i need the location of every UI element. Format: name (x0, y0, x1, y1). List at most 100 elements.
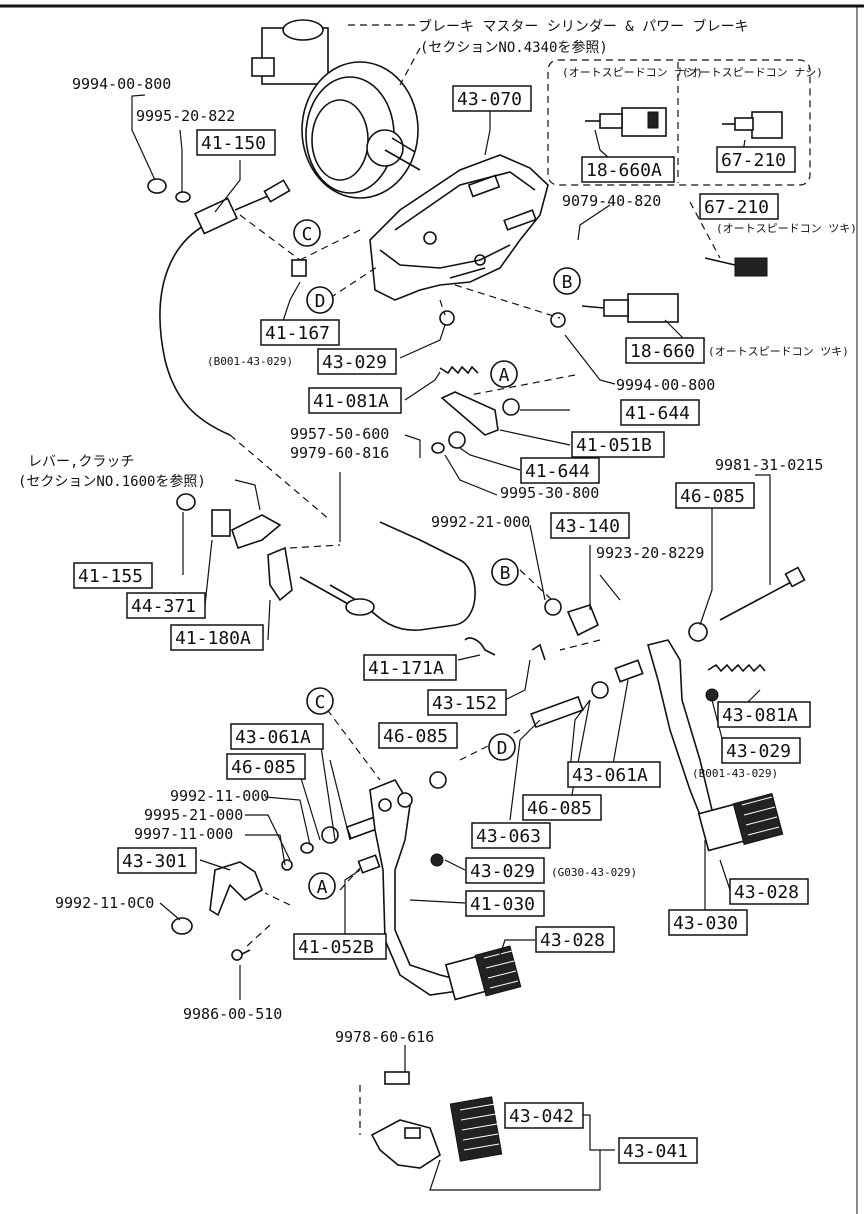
variant-none-label-b: (オートスピードコン ナシ) (682, 66, 823, 79)
title-line2: (セクションNO.4340を参照) (420, 39, 608, 56)
circle-c-top: C (293, 219, 321, 247)
circle-a-top: A (490, 360, 518, 388)
part-43-030: 43-030 (673, 913, 738, 934)
part-9978-60-616: 9978-60-616 (335, 1028, 434, 1046)
part-41-155: 41-155 (78, 566, 143, 587)
part-43-301: 43-301 (122, 851, 187, 872)
variant-with-label: (オートスピードコン ツキ) (716, 222, 857, 235)
return-spring-41 (439, 365, 479, 375)
part-43-081a: 43-081A (722, 705, 798, 726)
part-43-063: 43-063 (476, 826, 541, 847)
part-43-028-left: 43-028 (540, 930, 605, 951)
part-9995-21-000: 9995-21-000 (144, 806, 243, 824)
brake-switch-drawing (585, 107, 667, 137)
part-43-029-lower: 43-029 (470, 861, 535, 882)
part-67-210-none: 67-210 (721, 150, 786, 171)
svg-text:B: B (562, 272, 573, 293)
part-41-171a: 41-171A (368, 658, 444, 679)
part-g030-43-029: (G030-43-029) (551, 866, 637, 879)
clutch-lever-drawing (231, 514, 293, 602)
part-41-644-bottom: 41-644 (525, 461, 590, 482)
part-43-140: 43-140 (555, 516, 620, 537)
nuts-and-washers (147, 178, 719, 935)
clutch-cable-drawing (159, 179, 476, 631)
brake-switch-auto-drawing (581, 293, 679, 323)
part-9994-00-800-mid: 9994-00-800 (616, 376, 715, 394)
part-18-660: 18-660 (630, 341, 695, 362)
pedal-bracket-drawing (369, 154, 549, 301)
part-41-030: 41-030 (470, 894, 535, 915)
circle-b-top: B (553, 267, 581, 295)
part-9992-11-000-a: 9992-11-000 (170, 787, 269, 805)
boxed-part-numbers: 43-070 41-150 18-660A 67-210 67-210 18-6… (73, 85, 811, 1164)
switch-bracket-drawing (566, 604, 600, 637)
part-41-081a: 41-081A (313, 391, 389, 412)
part-43-029-right: 43-029 (726, 741, 791, 762)
variant-none-label: (オートスピードコン ナシ) (562, 66, 703, 79)
part-43-028-right: 43-028 (734, 882, 799, 903)
part-9957-50-600: 9957-50-600 (290, 425, 389, 443)
part-9981-31-0215: 9981-31-0215 (715, 456, 823, 474)
part-43-152: 43-152 (432, 693, 497, 714)
part-41-644-top: 41-644 (625, 403, 690, 424)
part-46-085-right: 46-085 (680, 486, 745, 507)
svg-text:C: C (315, 692, 326, 713)
return-spring-43 (707, 663, 766, 673)
part-9995-20-822: 9995-20-822 (136, 107, 235, 125)
circle-b-mid: B (491, 558, 519, 586)
part-9923-20-8229: 9923-20-8229 (596, 544, 704, 562)
clutch-switch-drawing (722, 111, 783, 139)
circle-a-bottom: A (308, 872, 336, 900)
circle-d-top: D (306, 286, 334, 314)
bracket-41-051b-drawing (440, 391, 499, 436)
pedal-shaft-drawing (530, 695, 584, 729)
clutch-pedal-drawing (369, 779, 522, 1001)
part-44-371: 44-371 (131, 596, 196, 617)
part-46-085-lower: 46-085 (527, 798, 592, 819)
brake-pedal-drawing (647, 639, 784, 852)
part-b001-43-029-top: (B001-43-029) (207, 355, 293, 368)
part-9992-11-000-b: 9992-11-0C0 (55, 894, 154, 912)
svg-text:D: D (315, 291, 326, 312)
part-9994-00-800-top: 9994-00-800 (72, 75, 171, 93)
cable-clip-drawing (464, 637, 496, 656)
part-9986-00-510: 9986-00-510 (183, 1005, 282, 1023)
circle-c-mid: C (306, 687, 334, 715)
part-46-085-mid: 46-085 (383, 726, 448, 747)
part-41-150: 41-150 (201, 133, 266, 154)
part-41-051b: 41-051B (576, 435, 652, 456)
dashed-assembly-lines (239, 214, 601, 949)
part-9979-60-816: 9979-60-816 (290, 444, 389, 462)
part-18-660a: 18-660A (586, 160, 662, 181)
part-43-070: 43-070 (457, 89, 522, 110)
part-41-180a: 41-180A (175, 628, 251, 649)
plain-part-numbers: 9994-00-800 9995-20-822 9079-40-820 (オート… (18, 75, 857, 1046)
svg-text:A: A (499, 365, 510, 386)
brake-booster-drawing (251, 19, 421, 199)
stopper-bracket-drawing (209, 861, 263, 917)
switch-variant-frame (547, 59, 811, 186)
clutch-lever-line1: レバー,クラッチ (28, 454, 134, 470)
variant-with-label-b: (オートスピードコン ツキ) (708, 345, 849, 358)
part-43-061a-left: 43-061A (235, 727, 311, 748)
part-43-042: 43-042 (509, 1106, 574, 1127)
svg-text:B: B (500, 563, 511, 584)
svg-text:C: C (302, 224, 313, 245)
svg-text:D: D (497, 738, 508, 759)
part-9079-40-820: 9079-40-820 (562, 192, 661, 210)
part-46-085-left: 46-085 (231, 757, 296, 778)
part-43-029-top: 43-029 (322, 352, 387, 373)
part-43-041: 43-041 (623, 1141, 688, 1162)
part-41-052b: 41-052B (298, 937, 374, 958)
part-9995-30-800: 9995-30-800 (500, 484, 599, 502)
pivot-bolt-drawing (719, 566, 806, 621)
part-9997-11-000: 9997-11-000 (134, 825, 233, 843)
clutch-lever-line2: (セクションNO.1600を参照) (18, 473, 206, 490)
part-9992-21-000: 9992-21-000 (431, 513, 530, 531)
part-43-061a-mid: 43-061A (572, 765, 648, 786)
part-67-210-with: 67-210 (704, 197, 769, 218)
clutch-switch-auto-drawing (689, 201, 768, 277)
svg-text:A: A (317, 877, 328, 898)
circle-d-mid: D (488, 733, 516, 761)
